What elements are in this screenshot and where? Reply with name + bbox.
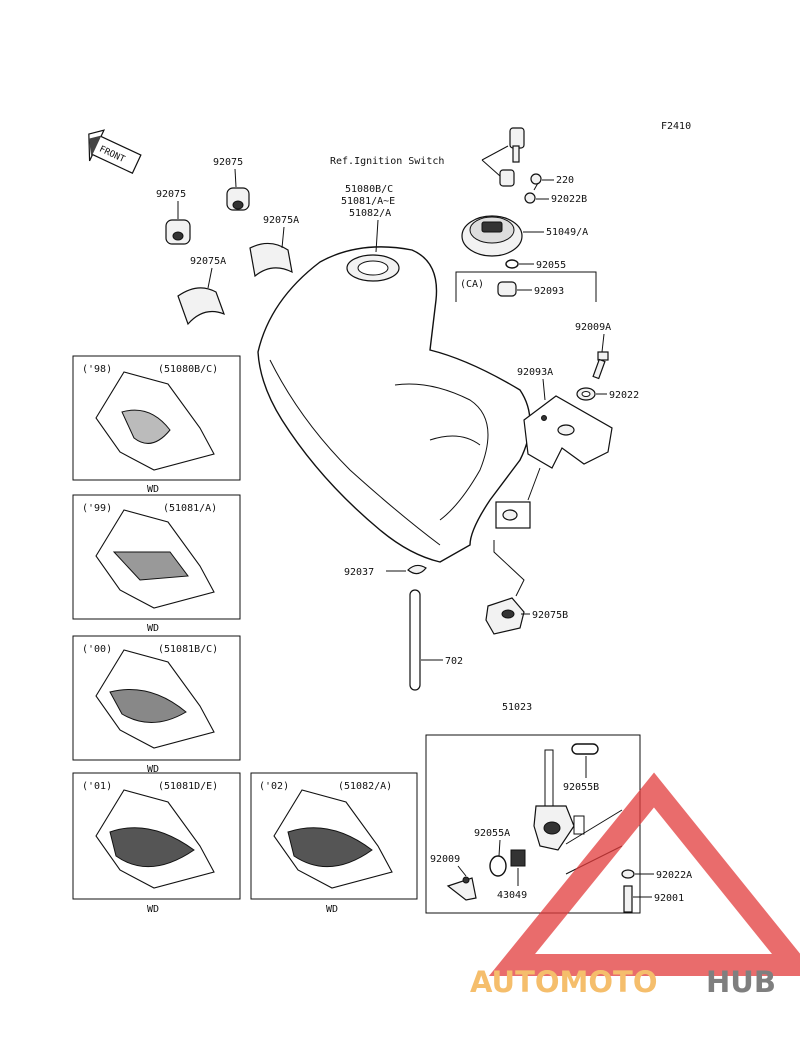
- washer-92022B: [524, 192, 536, 204]
- label-92022B: 92022B: [551, 194, 587, 205]
- bolt-92001: [623, 885, 633, 913]
- damper-92075A-upper: [249, 242, 293, 278]
- watermark-part2: HUB: [706, 965, 776, 999]
- variant-year: ('00): [82, 644, 112, 655]
- lever-92009: [446, 876, 477, 901]
- label-92075B: 92075B: [532, 610, 568, 621]
- label-92075-upper: 92075: [213, 157, 243, 168]
- fuel-tank: [257, 246, 531, 563]
- hose-702: [409, 589, 421, 691]
- washer-92022A: [621, 869, 635, 879]
- bolt-92009A: [592, 351, 609, 380]
- variant-tag: WD: [147, 484, 159, 495]
- damper-92075A-lower: [177, 287, 226, 326]
- label-ref-ignition: Ref.Ignition Switch: [330, 156, 444, 167]
- variant-year: ('99): [82, 503, 112, 514]
- oring-92055A: [489, 855, 507, 877]
- label-92055B: 92055B: [563, 782, 599, 793]
- variant-year: ('98): [82, 364, 112, 375]
- filter-43049: [510, 849, 526, 867]
- gasket-92055: [505, 259, 519, 269]
- variant-code: (51080B/C): [158, 364, 218, 375]
- label-92093: 92093: [534, 286, 564, 297]
- washer-92022: [576, 387, 596, 401]
- label-92093A: 92093A: [517, 367, 553, 378]
- watermark-part1: AUTOMOTO: [470, 965, 657, 999]
- label-92001: 92001: [654, 893, 684, 904]
- variant-tag: WD: [147, 764, 159, 775]
- label-92009A: 92009A: [575, 322, 611, 333]
- variant-tag: WD: [147, 904, 159, 915]
- variant-code: (51081/A): [163, 503, 217, 514]
- label-ca: (CA): [460, 279, 484, 290]
- label-tank-2: 51081/A~E: [341, 196, 395, 207]
- variant-box-99: ('99) (51081/A) WD: [72, 494, 241, 634]
- assembly-number: 51023: [502, 702, 532, 713]
- damper-92075-lower: [165, 219, 191, 245]
- clamp-92037: [407, 564, 427, 575]
- label-92022A: 92022A: [656, 870, 692, 881]
- variant-box-02: ('02) (51082/A) WD: [250, 772, 418, 915]
- bracket-plate: [523, 395, 613, 469]
- variant-box-98: ('98) (51080B/C) WD: [72, 355, 241, 495]
- variant-year: ('02): [259, 781, 289, 792]
- label-51049A: 51049/A: [546, 227, 588, 238]
- label-92037: 92037: [344, 567, 374, 578]
- label-92075-lower: 92075: [156, 189, 186, 200]
- figure-code: F2410: [661, 121, 691, 132]
- label-92075A-upper: 92075A: [263, 215, 299, 226]
- key-icon: [509, 127, 525, 163]
- label-43049: 43049: [497, 890, 527, 901]
- fuel-tap-body: [533, 749, 585, 851]
- damper-92075-upper: [226, 187, 250, 211]
- grommet-92093: [497, 281, 517, 297]
- label-92055: 92055: [536, 260, 566, 271]
- watermark-logo: AUTOMOTO HUB: [470, 772, 800, 999]
- label-220: 220: [556, 175, 574, 186]
- damper-92075B: [485, 597, 525, 635]
- variant-code: (51081D/E): [158, 781, 218, 792]
- label-tank-1: 51080B/C: [345, 184, 393, 195]
- variant-code: (51082/A): [338, 781, 392, 792]
- variant-box-01: ('01) (51081D/E) WD: [72, 772, 241, 915]
- key-cylinder: [499, 169, 515, 187]
- label-702: 702: [445, 656, 463, 667]
- label-92022: 92022: [609, 390, 639, 401]
- label-tank-3: 51082/A: [349, 208, 391, 219]
- label-92009: 92009: [430, 854, 460, 865]
- gasket-92055B: [571, 743, 599, 755]
- fuel-cap-51049A: [461, 215, 523, 257]
- label-92075A-lower: 92075A: [190, 256, 226, 267]
- screw-220: [530, 173, 542, 191]
- label-92055A: 92055A: [474, 828, 510, 839]
- variant-year: ('01): [82, 781, 112, 792]
- variant-tag: WD: [326, 904, 338, 915]
- front-arrow-icon: FRONT: [88, 129, 142, 174]
- variant-code: (51081B/C): [158, 644, 218, 655]
- variant-box-00: ('00) (51081B/C) WD: [72, 635, 241, 775]
- variant-tag: WD: [147, 623, 159, 634]
